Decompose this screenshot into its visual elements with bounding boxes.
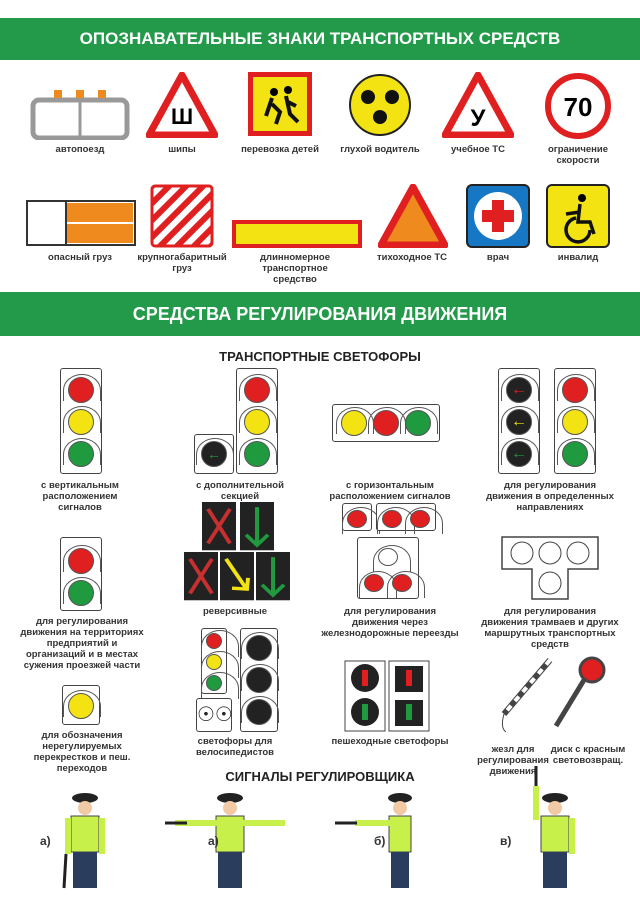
label-directions: для регулирования движения в определенны…	[486, 480, 614, 513]
extra-section: ←	[194, 434, 234, 474]
traffic-light-directions-left: ←←←	[498, 368, 540, 474]
label-disabled: инвалид	[557, 252, 599, 263]
label-doctor: врач	[486, 252, 510, 263]
reversible-traffic-lights	[184, 502, 290, 601]
label-signal-a1: а)	[40, 834, 51, 848]
label-speed-limit: ограничение скорости	[547, 144, 609, 166]
bicycle-light-large	[240, 628, 279, 732]
pedestrian-traffic-lights	[344, 660, 430, 732]
label-bicycle: светофоры для велосипедистов	[195, 736, 275, 758]
label-signal-b: б)	[374, 834, 386, 848]
doctor-sign	[466, 184, 530, 248]
slow-vehicle-sign	[378, 184, 448, 248]
label-road-train: автопоезд	[55, 144, 105, 155]
traffic-light-directions-multi	[554, 368, 596, 474]
traffic-light-extra-section	[236, 368, 278, 474]
label-disk: диск с красным световозвращ.	[550, 744, 626, 766]
tram-traffic-light	[501, 536, 599, 600]
traffic-light-vertical	[60, 368, 102, 474]
officer-signal-arms-down	[62, 793, 105, 889]
officer-signal-arms-extended	[165, 793, 285, 888]
disabled-driver-sign	[546, 184, 610, 248]
header-identification-signs: ОПОЗНАВАТЕЛЬНЫЕ ЗНАКИ ТРАНСПОРТНЫХ СРЕДС…	[0, 18, 640, 60]
label-slow-vehicle: тихоходное ТС	[377, 252, 447, 263]
training-vehicle-sign: У	[442, 72, 514, 138]
long-vehicle-sign	[232, 220, 362, 248]
label-pedestrian: пешеходные светофоры	[331, 736, 449, 747]
label-deaf-driver: глухой водитель	[340, 144, 420, 155]
officer-signal-side	[335, 793, 412, 888]
header-traffic-control: СРЕДСТВА РЕГУЛИРОВАНИЯ ДВИЖЕНИЯ	[0, 292, 640, 336]
label-training: учебное ТС	[451, 144, 505, 155]
label-vertical: с вертикальным расположением сигналов	[41, 480, 119, 513]
label-children: перевозка детей	[241, 144, 319, 155]
label-horizontal: с горизонтальным расположением сигналов	[329, 480, 451, 502]
road-train-sign	[30, 90, 130, 140]
label-extra: с дополнительной секцией	[196, 480, 284, 502]
bicycle-light-small	[201, 628, 239, 699]
label-tram: для регулирования движения трамваев и др…	[481, 606, 619, 650]
label-railway: для регулирования движения через железно…	[321, 606, 459, 639]
label-baton: жезл для регулирования движения	[477, 744, 549, 777]
svg-text:Ш: Ш	[171, 104, 193, 129]
oversize-cargo-sign	[150, 184, 214, 248]
label-unregulated: для обозначения нерегулируемых перекрест…	[33, 730, 131, 774]
label-oversize-cargo: крупногабаритный груз	[137, 252, 227, 274]
subheader-officer-signals: СИГНАЛЫ РЕГУЛИРОВЩИКА	[225, 769, 415, 784]
label-signal-a2: а)	[208, 834, 219, 848]
label-dangerous-cargo: опасный груз	[48, 252, 112, 263]
officer-signal-arm-raised	[533, 766, 575, 888]
speed-limit-sign: 70	[545, 73, 611, 139]
label-studs: шипы	[168, 144, 196, 155]
label-reversible: реверсивные	[203, 606, 267, 617]
traffic-light-flashing-yellow	[62, 685, 101, 725]
studs-sign: Ш	[146, 72, 218, 138]
label-signal-c: в)	[500, 834, 512, 848]
baton-and-disk-icon	[501, 656, 606, 733]
svg-text:У: У	[471, 105, 487, 132]
left-arrow-icon: ←	[196, 438, 234, 467]
children-transport-sign	[248, 72, 312, 136]
railway-light-double	[376, 503, 443, 534]
label-enterprise: для регулирования движения на территория…	[20, 616, 144, 671]
subheader-traffic-lights: ТРАНСПОРТНЫЕ СВЕТОФОРЫ	[219, 349, 421, 364]
deaf-driver-sign	[349, 74, 411, 136]
bicycle-icon: ☉☉	[196, 698, 233, 732]
railway-light-single	[342, 503, 380, 534]
traffic-light-enterprise	[60, 537, 102, 611]
railway-light-triple	[357, 537, 425, 599]
dangerous-cargo-sign	[26, 200, 136, 246]
svg-text:70: 70	[564, 92, 593, 122]
traffic-light-horizontal	[332, 404, 440, 442]
label-long-vehicle: длинномерное транспортное средство	[260, 252, 330, 285]
